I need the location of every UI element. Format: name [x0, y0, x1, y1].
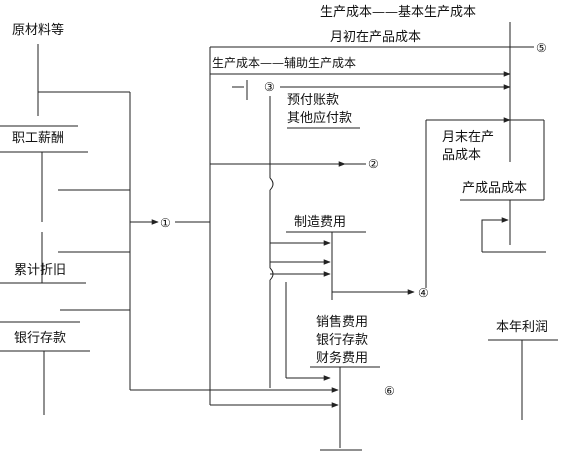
account-current-profit: 本年利润: [496, 320, 548, 335]
step-3-label: ③: [264, 80, 275, 94]
account-selling-expense: 销售费用: [316, 314, 368, 330]
account-bank-deposit-2: 银行存款: [316, 333, 368, 348]
account-manufacturing-overhead: 制造费用: [294, 215, 346, 230]
step-6-label: ⑥: [384, 384, 395, 398]
header-opening-wip: 月初在产品成本: [330, 30, 421, 45]
account-raw-materials: 原材料等: [12, 22, 64, 38]
step-4-label: ④: [418, 286, 429, 300]
crossover-1: [269, 177, 274, 191]
header-basic-production: 生产成本——基本生产成本: [320, 5, 476, 20]
finished-loop-arrow: [481, 217, 509, 252]
account-employee-pay: 职工薪酬: [12, 131, 64, 146]
account-wip-month-end: 月末在产: [442, 130, 494, 145]
account-prepaid: 预付账款: [287, 93, 339, 108]
account-finished-cost: 产成品成本: [462, 181, 527, 196]
account-wip-month-end-2: 品成本: [442, 148, 481, 163]
step-1-label: ①: [160, 216, 171, 230]
step-2-label: ②: [368, 157, 379, 171]
header-auxiliary-production: 生产成本——辅助生产成本: [212, 56, 356, 70]
account-other-payables: 其他应付款: [287, 110, 352, 126]
account-financial-expense: 财务费用: [316, 350, 368, 366]
account-bank-deposit: 银行存款: [14, 331, 66, 346]
step-5-label: ⑤: [536, 41, 547, 55]
account-accum-depreciation: 累计折旧: [14, 263, 66, 278]
